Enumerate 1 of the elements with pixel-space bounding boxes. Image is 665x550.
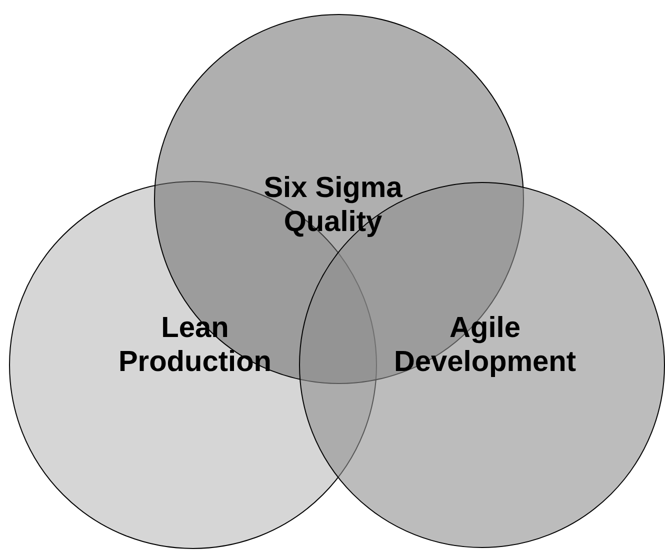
circle-label: Agile Development [392, 311, 578, 379]
